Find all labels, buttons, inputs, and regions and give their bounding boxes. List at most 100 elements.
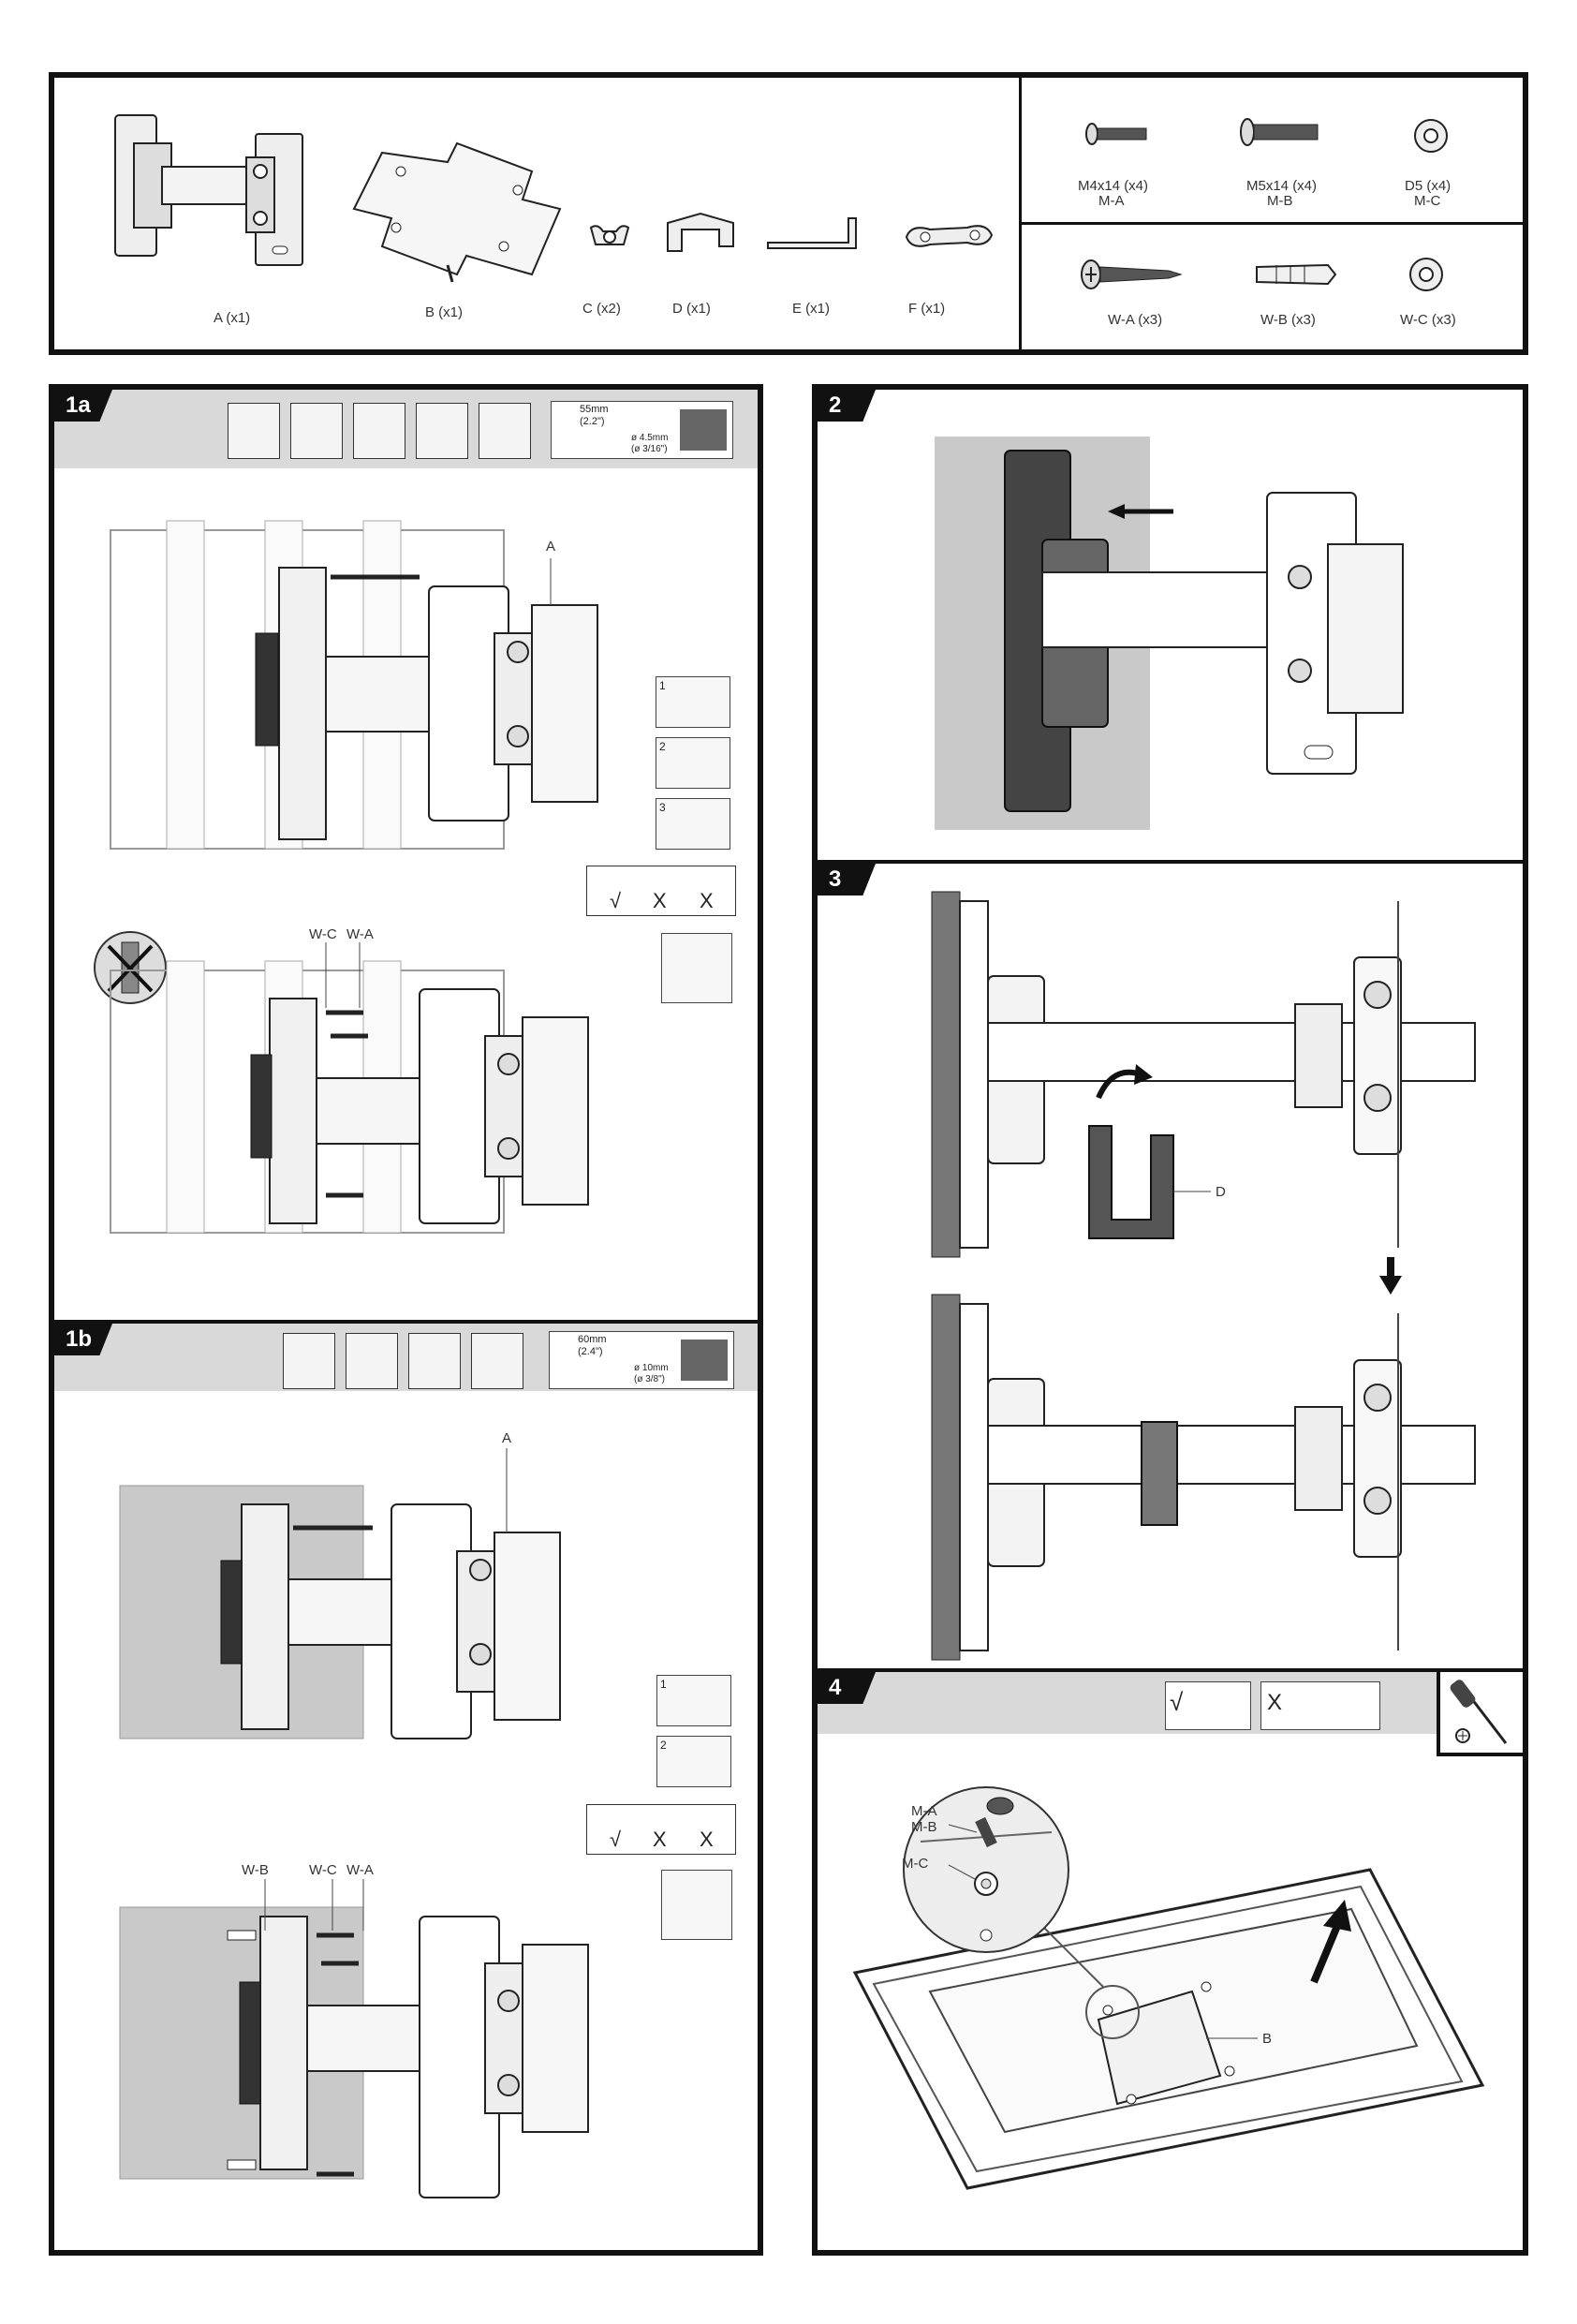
part-e-allen-key-drawing — [767, 217, 857, 249]
callout-d: D — [1216, 1184, 1226, 1200]
stud-finder-tool-icon — [290, 403, 343, 459]
no-hollow-wall-icon — [94, 931, 167, 1004]
drill-1b-depth-in: (2.4") — [578, 1346, 603, 1357]
check-no-mark-2: X — [700, 889, 714, 912]
drill-tool-icon — [479, 403, 531, 459]
washer-d5-icon — [1414, 119, 1448, 153]
substep-1-icon: 1 — [656, 676, 730, 728]
part-e-label: E (x1) — [792, 301, 831, 317]
part-a-label: A (x1) — [214, 310, 251, 326]
wall-tool-icon — [283, 1333, 335, 1389]
step-4-vesa-plate-drawing: B M-A M-B M-C — [852, 1786, 1485, 2190]
step-1b-header: 1b 60mm (2.4") ø 10mm (ø 3/8") — [54, 1324, 758, 1391]
step-3-cable-clip-drawing: D — [931, 891, 1476, 1661]
hardware-divider-horizontal — [1019, 222, 1523, 225]
check-ok-mark: √ — [610, 889, 622, 912]
substep-1-icon-1b: 1 — [656, 1675, 731, 1726]
callout-wa-1a: W-A — [346, 926, 374, 942]
washer-wc-icon — [1409, 258, 1443, 291]
drill-1a-depth: 55mm — [580, 404, 609, 415]
drill-1b-dia-in: (ø 3/8") — [634, 1374, 665, 1384]
callout-wb-1b: W-B — [242, 1862, 269, 1878]
drill-1b-dia: ø 10mm — [634, 1363, 669, 1373]
wood-screw-wa-icon — [1081, 259, 1183, 289]
drill-1b-depth: 60mm — [578, 1334, 607, 1345]
callout-wc-1b: W-C — [309, 1862, 337, 1878]
hardware-wc-label: W-C (x3) — [1400, 312, 1456, 328]
drill-1a-depth-in: (2.2") — [580, 416, 605, 427]
drill-setting-check-1a: √ X X — [586, 866, 736, 916]
step-4-badge: 4 — [818, 1672, 876, 1704]
hardware-divider-vertical — [1019, 78, 1022, 349]
substep-3-icon: 3 — [656, 798, 730, 850]
drill-setting-check-1b: √ X X — [586, 1804, 736, 1855]
step-3-divider — [818, 860, 1523, 864]
part-d-label: D (x1) — [672, 301, 711, 317]
hardware-wa-label: W-A (x3) — [1108, 312, 1163, 328]
correct-mark: √ — [1170, 1688, 1184, 1716]
callout-wa-1b: W-A — [346, 1862, 374, 1878]
step-1-panel: 1a 55mm (2.2") ø 4.5mm (ø 3/16") A 1 2 — [49, 384, 763, 2256]
step-1b-divider — [54, 1320, 758, 1324]
pencil-tool-icon — [416, 403, 468, 459]
hardware-mc-code: M-C — [1414, 193, 1441, 209]
substep-1b-1-num: 1 — [660, 1678, 667, 1691]
step-1a-mount-drawing-marking: A — [110, 520, 598, 850]
drill-spec-1a: 55mm (2.2") ø 4.5mm (ø 3/16") — [551, 401, 733, 459]
callout-a-1a: A — [546, 539, 555, 555]
drill-1a-dia-in: (ø 3/16") — [631, 444, 668, 454]
substep-1b-2-num: 2 — [660, 1739, 667, 1752]
step-1b-mount-drawing-screwing: W-B W-C W-A — [119, 1862, 589, 2198]
part-b-vesa-plate-drawing — [352, 141, 562, 283]
drill-icon-1a — [661, 933, 732, 1003]
substep-3-num: 3 — [659, 801, 666, 814]
drill-1a-dia: ø 4.5mm — [631, 433, 669, 443]
screw-m4x14-icon — [1085, 123, 1147, 145]
substep-2-icon: 2 — [656, 737, 730, 789]
callout-ma: M-A — [911, 1803, 937, 1819]
step-2-4-panel: 2 3 D — [812, 384, 1528, 2256]
screwdriver-box — [1437, 1672, 1523, 1756]
step-2-hang-arm-drawing — [935, 437, 1404, 830]
hardware-mb-code: M-B — [1267, 193, 1293, 209]
drill-bit-icon — [680, 409, 727, 451]
part-c-wing-nut-drawing — [589, 225, 630, 245]
correct-screw-washer-icon: √ — [1165, 1681, 1251, 1730]
incorrect-mark: X — [1267, 1690, 1283, 1715]
level-tool-icon-1b — [346, 1333, 398, 1389]
wall-plug-wb-icon — [1256, 263, 1337, 286]
step-1b-mount-drawing-marking: A — [119, 1430, 561, 1739]
hardware-mc-qty: D5 (x4) — [1405, 178, 1452, 194]
substep-2-icon-1b: 2 — [656, 1736, 731, 1787]
drill-tool-icon-1b — [471, 1333, 523, 1389]
substep-1-num: 1 — [659, 679, 666, 692]
check-no-mark-1b-2: X — [700, 1828, 714, 1851]
callout-mb: M-B — [911, 1819, 937, 1835]
part-d-cable-clip-drawing — [667, 212, 734, 252]
part-c-label: C (x2) — [582, 301, 621, 317]
hardware-mb-qty: M5x14 (x4) — [1246, 178, 1318, 194]
callout-a-1b: A — [502, 1430, 511, 1446]
part-a-wall-arm-drawing — [114, 114, 303, 266]
callout-b: B — [1262, 2031, 1272, 2047]
step-4-header: 4 √ X — [818, 1672, 1437, 1734]
check-ok-mark-1b: √ — [610, 1828, 622, 1851]
part-f-label: F (x1) — [908, 301, 946, 317]
parts-list-panel: A (x1) B (x1) C (x2) D (x1) E (x1) F (x1… — [49, 72, 1528, 355]
pencil-tool-icon-1b — [408, 1333, 461, 1389]
step-1b-badge: 1b — [54, 1324, 113, 1355]
substep-2-num: 2 — [659, 740, 666, 753]
screw-m5x14-icon — [1240, 118, 1319, 146]
wood-stud-tool-icon — [228, 403, 280, 459]
drill-spec-1b: 60mm (2.4") ø 10mm (ø 3/8") — [549, 1331, 734, 1389]
step-1a-header: 1a 55mm (2.2") ø 4.5mm (ø 3/16") — [54, 390, 758, 468]
check-no-mark-1b-1: X — [653, 1828, 667, 1851]
hardware-wb-label: W-B (x3) — [1260, 312, 1316, 328]
callout-mc: M-C — [902, 1856, 928, 1872]
masonry-bit-icon — [681, 1340, 728, 1381]
check-no-mark-1: X — [653, 889, 667, 912]
hardware-ma-qty: M4x14 (x4) — [1078, 178, 1149, 194]
drill-icon-1b — [661, 1870, 732, 1940]
screwdriver-icon — [1450, 1680, 1508, 1744]
hardware-ma-code: M-A — [1098, 193, 1125, 209]
